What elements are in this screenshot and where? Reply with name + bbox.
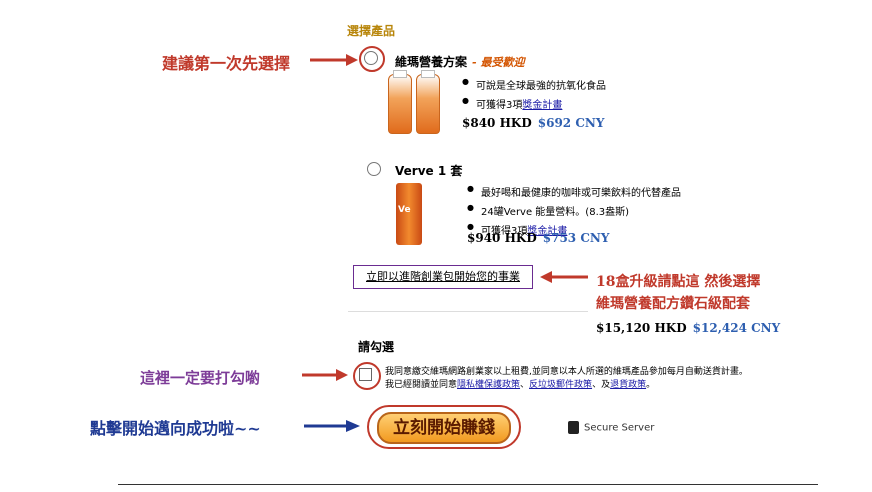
price-hkd: $840 HKD: [462, 116, 532, 130]
arrow-right-icon: [304, 420, 360, 432]
bullet: 可獲得3項獎金計畫: [467, 222, 727, 237]
bullet-text: 24罐Verve 能量營料。(8.3盎斯): [481, 207, 630, 218]
separator: 、: [520, 380, 530, 390]
option-tag: - 最受歡迎: [472, 56, 525, 69]
option-verve-price: $940 HKD $753 CNY: [467, 231, 609, 245]
bonus-plan-link[interactable]: 獎金計畫: [522, 100, 563, 111]
price-hkd: $15,120 HKD: [596, 321, 687, 335]
option-radio-vemma[interactable]: [364, 51, 378, 65]
arrow-left-icon: [540, 271, 588, 283]
highlight-ring: [367, 405, 521, 449]
section-title: 選擇產品: [347, 24, 396, 38]
agree-line1: 我同意繳交維瑪網路創業家以上租費,並同意以本人所選的維瑪產品參加每月自動送貨計畫…: [385, 367, 748, 377]
verve-can-image: Ve: [392, 181, 428, 247]
option-title: Verve 1 套: [395, 164, 463, 178]
secure-label: Secure Server: [584, 422, 655, 434]
agree-prefix: 我已經閱讀並同意: [385, 380, 458, 390]
agree-line2: 我已經閱讀並同意隱私權保護政策、反垃圾郵件政策、及退貨政策。: [385, 379, 825, 392]
price-cny: $692 CNY: [537, 116, 605, 130]
option-verve-bullets: 最好喝和最健康的咖啡或可樂飲料的代替產品 24罐Verve 能量營料。(8.3盎…: [467, 184, 727, 241]
agree-text: 我同意繳交維瑪網路創業家以上租費,並同意以本人所選的維瑪產品參加每月自動送貨計畫…: [385, 366, 825, 392]
separator: 、及: [592, 380, 611, 390]
start-earning-button[interactable]: 立刻開始賺錢: [377, 412, 511, 444]
privacy-policy-link[interactable]: 隱私權保護政策: [457, 380, 521, 390]
bonus-plan-link[interactable]: 獎金計畫: [527, 226, 568, 237]
period: 。: [646, 380, 656, 390]
bullet-text: 可獲得3項: [476, 100, 523, 111]
upgrade-price: $15,120 HKD $12,424 CNY: [596, 321, 780, 335]
arrow-right-icon: [310, 54, 358, 66]
bullet-text: 可說是全球最強的抗氧化食品: [476, 81, 606, 92]
option-radio-verve[interactable]: [367, 162, 381, 176]
price-cny: $753 CNY: [542, 231, 610, 245]
bullet-text: 最好喝和最健康的咖啡或可樂飲料的代替產品: [481, 188, 681, 199]
bullet: 24罐Verve 能量營料。(8.3盎斯): [467, 203, 727, 218]
lock-icon: [568, 421, 579, 434]
secure-server-badge: Secure Server: [568, 421, 654, 434]
bottom-rule: [118, 484, 818, 485]
annotation-upgrade-line2: 維瑪營養配方鑽石級配套: [596, 296, 750, 312]
agree-heading: 請勾選: [358, 340, 395, 354]
annotation-upgrade-line1: 18盒升級請點這 然後選擇: [596, 274, 761, 290]
vemma-bottles-image: [386, 70, 444, 136]
agree-checkbox[interactable]: [359, 368, 372, 381]
divider: [348, 311, 588, 312]
option-vemma-header: 維瑪營養方案 - 最受歡迎: [395, 51, 525, 70]
highlight-ring: [353, 362, 381, 390]
option-title: 維瑪營養方案: [395, 55, 468, 69]
annotation-click-start: 點擊開始邁向成功啦~~: [90, 419, 261, 438]
bullet: 可說是全球最強的抗氧化食品: [462, 77, 722, 92]
upgrade-link-box[interactable]: 立即以進階創業包開始您的事業: [353, 265, 533, 289]
bullet: 可獲得3項獎金計畫: [462, 96, 722, 111]
annotation-choose-first: 建議第一次先選擇: [162, 54, 291, 73]
option-vemma-bullets: 可說是全球最強的抗氧化食品 可獲得3項獎金計畫: [462, 77, 722, 115]
arrow-right-icon: [302, 369, 348, 381]
price-hkd: $940 HKD: [467, 231, 537, 245]
annotation-must-tick: 這裡一定要打勾喲: [140, 369, 261, 387]
anti-spam-policy-link[interactable]: 反垃圾郵件政策: [529, 380, 593, 390]
price-cny: $12,424 CNY: [692, 321, 781, 335]
return-policy-link[interactable]: 退貨政策: [610, 380, 647, 390]
bullet: 最好喝和最健康的咖啡或可樂飲料的代替產品: [467, 184, 727, 199]
highlight-ring: [359, 46, 385, 72]
upgrade-link[interactable]: 立即以進階創業包開始您的事業: [366, 270, 520, 283]
option-vemma-price: $840 HKD $692 CNY: [462, 116, 604, 130]
bullet-text: 可獲得3項: [481, 226, 528, 237]
